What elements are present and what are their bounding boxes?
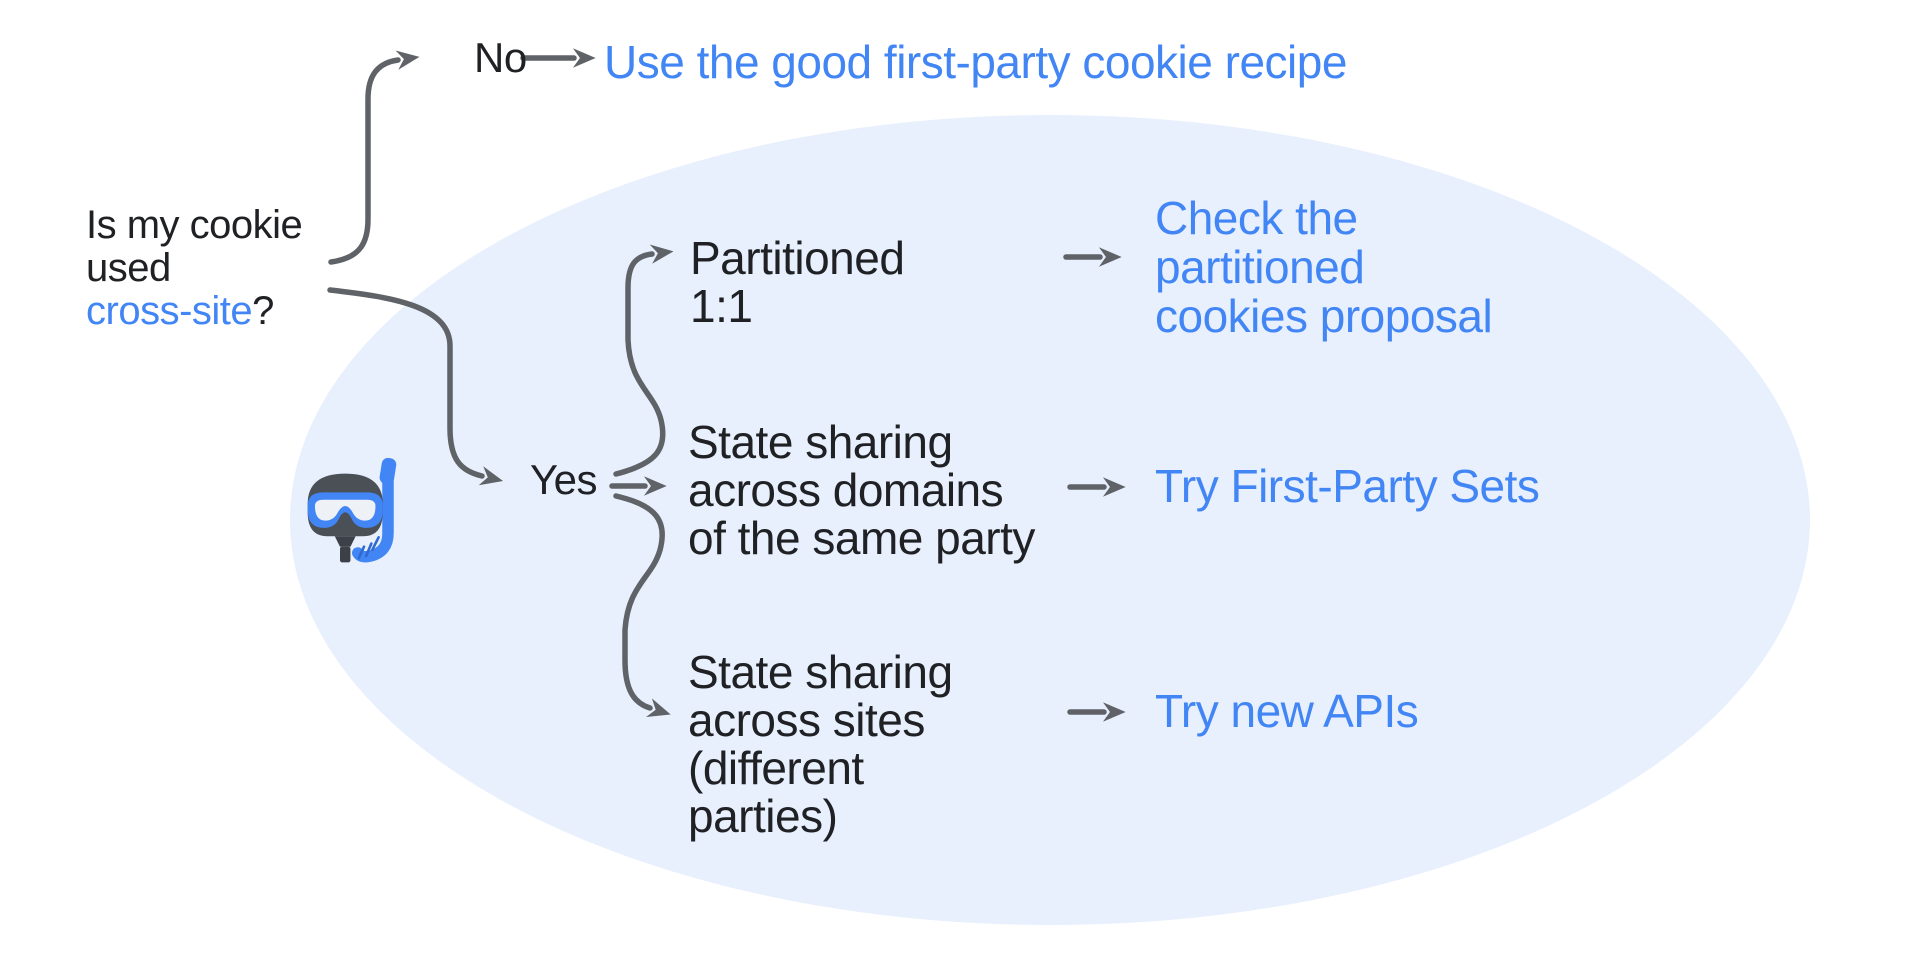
first-party-sets-link[interactable]: Try First-Party Sets (1155, 460, 1540, 512)
partitioned-cookies-proposal-link[interactable]: Check the partitioned cookies proposal (1155, 192, 1493, 342)
arrow-question-to-no (328, 50, 420, 265)
arrow-yes-to-partitioned (613, 244, 674, 477)
condition-partitioned: Partitioned 1:1 (690, 232, 905, 332)
question-text: Is my cookie used cross-site? (86, 203, 303, 333)
third-party-zone-ellipse (290, 115, 1810, 925)
question-line-2: used (86, 246, 171, 290)
arrow-yes-to-sites (613, 493, 671, 717)
no-node: No (474, 34, 527, 81)
yes-node: Yes (530, 456, 598, 503)
arrow-question-to-yes (327, 287, 504, 486)
diving-mask-emoji (307, 458, 397, 563)
cross-site-link[interactable]: cross-site (86, 289, 253, 333)
new-apis-link[interactable]: Try new APIs (1155, 685, 1419, 737)
condition-state-sharing-domains: State sharing across domains of the same… (688, 416, 1035, 564)
question-line-1: Is my cookie (86, 203, 303, 247)
question-mark: ? (252, 289, 274, 333)
first-party-recipe-link[interactable]: Use the good first-party cookie recipe (604, 36, 1347, 88)
condition-state-sharing-sites: State sharing across sites (different pa… (688, 646, 953, 842)
